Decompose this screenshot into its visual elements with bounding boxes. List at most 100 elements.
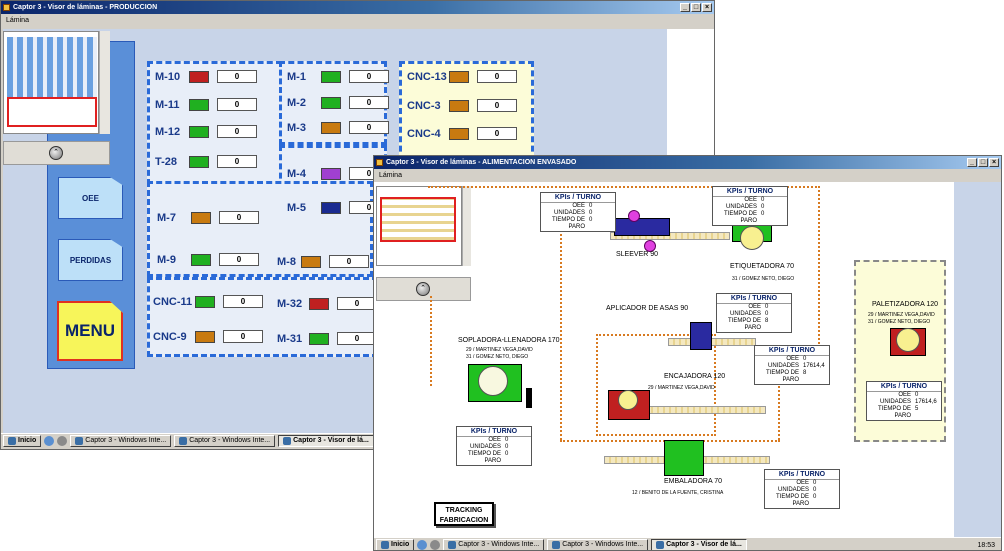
machine-name: M-7	[157, 211, 176, 224]
status-indicator	[321, 121, 341, 134]
kpi-header: KPIs / TURNO	[867, 382, 941, 392]
status-indicator	[321, 167, 341, 180]
app-icon	[3, 4, 10, 11]
close-button[interactable]: ×	[989, 158, 999, 167]
thumbnail-viewport	[7, 97, 97, 127]
task-captor-ie-2[interactable]: Captor 3 - Windows Inte...	[174, 435, 276, 447]
window-title: Captor 3 - Visor de láminas - PRODUCCION	[13, 4, 158, 11]
collapse-up-icon[interactable]: ⌃	[49, 146, 63, 160]
vertical-scrollbar[interactable]	[954, 182, 1001, 537]
machine-value: 0	[217, 155, 257, 168]
machine-value: 0	[219, 211, 259, 224]
machine-value: 0	[217, 98, 257, 111]
kpi-header: KPIs / TURNO	[541, 193, 615, 203]
ie-icon[interactable]	[44, 436, 55, 446]
close-button[interactable]: ×	[702, 3, 712, 12]
task-captor-ie-1[interactable]: Captor 3 - Windows Inte...	[443, 539, 545, 550]
machine-value: 0	[349, 121, 389, 134]
ie-icon	[552, 541, 561, 549]
status-indicator	[189, 155, 209, 168]
minimize-button[interactable]: _	[967, 158, 977, 167]
status-indicator	[321, 96, 341, 109]
machine-value: 0	[477, 70, 517, 83]
machine-row[interactable]: M-7 0	[157, 211, 259, 224]
sleever-machine[interactable]	[614, 218, 670, 236]
maximize-button[interactable]: □	[691, 3, 701, 12]
desktop-icon[interactable]	[57, 436, 68, 446]
machine-name: CNC-4	[407, 127, 441, 140]
title-bar[interactable]: Captor 3 - Visor de láminas - PRODUCCION…	[1, 1, 714, 14]
embaladora-machine[interactable]	[664, 440, 704, 476]
embaladora-operator: 12 / BENITO DE LA FUENTE, CRISTINA	[632, 490, 724, 496]
thumbnail-scrollbar[interactable]	[462, 186, 471, 266]
start-button[interactable]: Inicio	[3, 435, 42, 447]
nav-perdidas[interactable]: PERDIDAS	[58, 239, 123, 281]
window-produccion: Captor 3 - Visor de láminas - PRODUCCION…	[0, 0, 715, 450]
minimize-button[interactable]: _	[680, 3, 690, 12]
desktop-icon[interactable]	[430, 540, 441, 550]
status-indicator	[189, 70, 209, 83]
menu-lamina[interactable]: Lámina	[6, 17, 29, 24]
task-captor-visor[interactable]: Captor 3 - Visor de lá...	[651, 539, 747, 550]
collapse-up-icon[interactable]: ⌃	[416, 282, 430, 296]
machine-value: 0	[337, 332, 377, 345]
task-captor-ie-2[interactable]: Captor 3 - Windows Inte...	[547, 539, 649, 550]
machine-name: T-28	[155, 155, 178, 168]
maximize-button[interactable]: □	[978, 158, 988, 167]
overview-thumbnail[interactable]	[3, 31, 99, 134]
conveyor-sleever	[610, 232, 730, 240]
aplicador-label: APLICADOR DE ASAS 90	[606, 305, 689, 312]
paletizadora-operator-1: 29 / MARTINEZ VEGA,DAVID	[868, 312, 935, 318]
machine-name: CNC-9	[153, 330, 187, 343]
thumbnail-preview	[380, 197, 456, 242]
kpi-header: KPIs / TURNO	[457, 427, 531, 437]
overview-thumbnail[interactable]	[376, 186, 462, 266]
aplicador-machine[interactable]	[690, 322, 712, 350]
menu-button[interactable]: MENU	[57, 301, 123, 361]
machine-name: M-1	[287, 70, 306, 83]
status-indicator	[189, 98, 209, 111]
thumbnail-scrollbar[interactable]	[99, 31, 110, 134]
status-indicator	[449, 127, 469, 140]
system-clock: 18:53	[977, 541, 995, 549]
nav-oee[interactable]: OEE	[58, 177, 123, 219]
task-captor-ie-1[interactable]: Captor 3 - Windows Inte...	[70, 435, 172, 447]
machine-row[interactable]: T-28 0	[155, 155, 257, 168]
ie-icon[interactable]	[417, 540, 428, 550]
machine-name: M-4	[287, 167, 306, 180]
operator-figure	[526, 388, 532, 408]
conveyor-inner	[560, 230, 562, 440]
app-icon	[656, 541, 665, 549]
task-captor-visor[interactable]: Captor 3 - Visor de lá...	[278, 435, 374, 447]
machine-name: M-3	[287, 121, 306, 134]
status-indicator	[301, 255, 321, 268]
etiquetadora-wheel	[740, 226, 764, 250]
paletizadora-operator-2: 31 / GOMEZ NETO, DIEGO	[868, 319, 931, 325]
menu-lamina[interactable]: Lámina	[379, 172, 402, 179]
title-bar[interactable]: Captor 3 - Visor de láminas - ALIMENTACI…	[374, 156, 1001, 169]
status-indicator	[195, 330, 215, 343]
machine-row[interactable]: M-3 0	[287, 121, 389, 134]
conveyor-to-encajadora	[596, 334, 716, 436]
start-button[interactable]: Inicio	[376, 539, 415, 550]
conveyor-to-paletizadora	[778, 366, 780, 440]
menu-bar: Lámina	[1, 14, 714, 27]
